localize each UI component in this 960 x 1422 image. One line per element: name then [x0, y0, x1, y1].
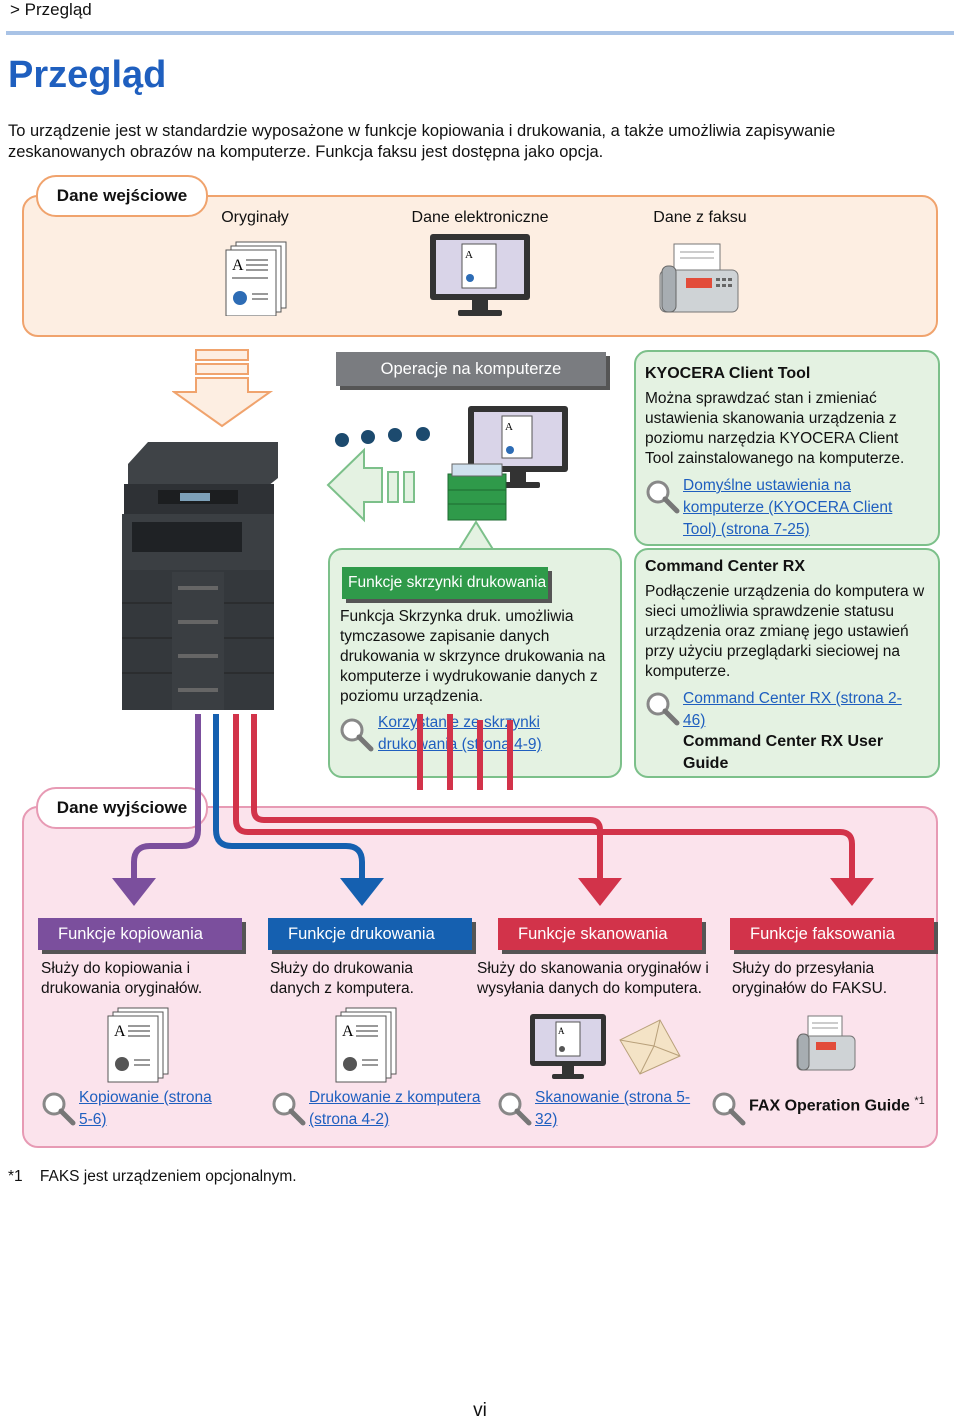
client-tool-link[interactable]: Domyślne ustawienia na komputerze (KYOCE…	[683, 477, 893, 538]
fax-function-title: Funkcje faksowania	[750, 925, 895, 943]
magnifier-icon	[646, 480, 680, 514]
fax-guide-reference: FAX Operation Guide *1	[749, 1091, 939, 1116]
command-center-title: Command Center RX	[645, 558, 806, 575]
command-center-guide: Command Center RX User Guide	[683, 733, 884, 772]
connection-dots-icon	[335, 427, 430, 447]
scan-monitor-icon: A	[530, 1014, 606, 1079]
scan-function-banner: Funkcje skanowania	[498, 918, 702, 950]
documents-icon: A	[225, 241, 287, 316]
copy-function-title: Funkcje kopiowania	[58, 925, 203, 943]
scan-link[interactable]: Skanowanie (strona 5-32)	[535, 1089, 691, 1128]
input-arrow-icon	[172, 349, 274, 428]
pc-print-box-icon: A	[447, 406, 568, 521]
input-tab: Dane wejściowe	[36, 175, 208, 217]
svg-text:A: A	[465, 249, 473, 261]
magnifier-icon	[42, 1092, 76, 1126]
page-number: vi	[473, 1400, 487, 1421]
print-box-link[interactable]: Korzystanie ze skrzynki drukowania (stro…	[378, 714, 542, 753]
print-box-text: Funkcja Skrzynka druk. umożliwia tymczas…	[340, 608, 606, 705]
copy-function-banner: Funkcje kopiowania	[38, 918, 242, 950]
print-documents-icon: A	[335, 1007, 397, 1083]
magnifier-icon	[272, 1092, 306, 1126]
pc-operations-banner: Operacje na komputerze	[336, 352, 606, 386]
scan-function-desc: Służy do skanowania oryginałów i wysyłan…	[477, 960, 709, 997]
svg-text:A: A	[558, 1026, 565, 1036]
copy-function-desc: Służy do kopiowania i drukowania orygina…	[41, 960, 203, 997]
page-title: Przegląd	[8, 54, 167, 96]
breadcrumb[interactable]: > Przegląd	[10, 0, 92, 19]
output-tab: Dane wyjściowe	[36, 787, 208, 829]
svg-text:A: A	[232, 257, 244, 274]
copy-documents-icon: A	[107, 1007, 169, 1083]
envelope-icon	[619, 1019, 681, 1075]
magnifier-icon	[340, 718, 374, 752]
print-box-banner: Funkcje skrzynki drukowania	[342, 567, 548, 599]
print-function-banner: Funkcje drukowania	[268, 918, 472, 950]
print-box-pointer-icon	[457, 520, 495, 552]
monitor-icon: A	[430, 234, 530, 316]
mfp-device-icon	[122, 442, 278, 710]
fax-function-banner: Funkcje faksowania	[730, 918, 934, 950]
intro-text: To urządzenie jest w standardzie wyposaż…	[8, 122, 836, 161]
print-link[interactable]: Drukowanie z komputera (strona 4-2)	[309, 1089, 481, 1128]
command-center-text: Podłączenie urządzenia do komputera w si…	[645, 583, 925, 680]
pc-operations-label: Operacje na komputerze	[380, 360, 562, 378]
client-tool-title: KYOCERA Client Tool	[645, 365, 811, 382]
fax-footnote-mark: *1	[914, 1095, 925, 1107]
svg-text:A: A	[114, 1023, 126, 1040]
fax-machine-icon	[659, 243, 739, 313]
footnote: *1 FAKS jest urządzeniem opcjonalnym.	[8, 1168, 297, 1185]
client-tool-text: Można sprawdzać stan i zmieniać ustawien…	[645, 390, 905, 467]
fax-output-icon	[796, 1015, 856, 1071]
client-tool-box	[634, 350, 940, 546]
print-function-title: Funkcje drukowania	[288, 925, 435, 943]
input-label-originals: Oryginały	[221, 209, 289, 226]
command-center-link[interactable]: Command Center RX (strona 2-46)	[683, 690, 902, 729]
svg-text:A: A	[505, 421, 513, 433]
copy-link[interactable]: Kopiowanie (strona 5-6)	[79, 1089, 212, 1128]
fax-function-desc: Służy do przesyłania oryginałów do FAKSU…	[732, 960, 888, 997]
scan-function-title: Funkcje skanowania	[518, 925, 668, 943]
input-label-electronic: Dane elektroniczne	[411, 209, 549, 226]
svg-text:A: A	[342, 1023, 354, 1040]
print-function-desc: Służy do drukowania danych z komputera.	[270, 960, 414, 997]
magnifier-icon	[498, 1092, 532, 1126]
fax-guide-label: FAX Operation Guide	[749, 1097, 910, 1115]
pc-to-device-arrow-icon	[326, 447, 415, 523]
input-label-fax: Dane z faksu	[653, 209, 747, 226]
print-box-title: Funkcje skrzynki drukowania	[348, 574, 547, 591]
header-rule	[6, 31, 954, 35]
magnifier-icon	[646, 692, 680, 726]
magnifier-icon	[712, 1092, 746, 1126]
